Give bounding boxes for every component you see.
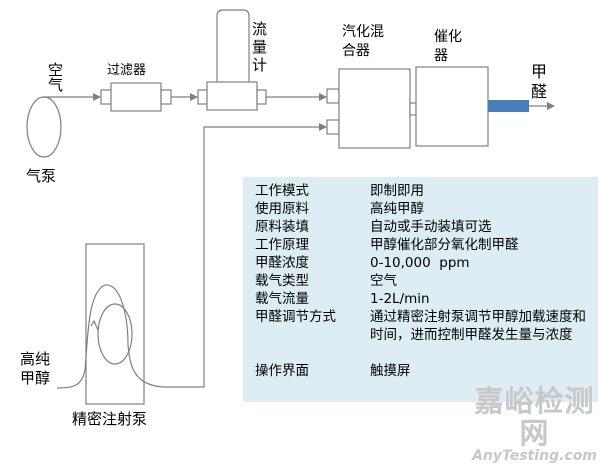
methanol-label-2: 甲醇: [20, 369, 51, 387]
vaporizer-mixer-label-2: 合器: [342, 43, 370, 59]
air-label: 空气: [48, 61, 64, 94]
flowmeter-label: 流量计: [252, 20, 268, 74]
formaldehyde-outlet-pipe: [488, 100, 529, 112]
catalyst-shape: [415, 66, 489, 147]
spec-key: 工作模式: [255, 183, 309, 199]
catalyst-label-1: 催化: [434, 29, 462, 45]
spec-key: 操作界面: [255, 363, 309, 379]
spec-key: 工作原理: [255, 237, 309, 253]
spec-value: 通过精密注射泵调节甲醇加载速度和时间，进而控制甲醛发生量与浓度: [370, 309, 586, 343]
spec-value: 空气: [370, 273, 397, 289]
process-flow-diagram: [26, 9, 555, 405]
spec-key: 载气流量: [255, 291, 309, 307]
syringe-inner-shape: [97, 303, 133, 365]
spec-key: 载气类型: [255, 273, 309, 289]
watermark: 嘉峪检测网 AnyTesting.com: [462, 385, 607, 464]
watermark-cn: 嘉峪检测网: [474, 384, 595, 450]
spec-value: 1-2L/min: [370, 291, 430, 307]
spec-panel: 工作模式 即制即用 使用原料 高纯甲醇 原料装填 自动或手动装填可选 工作原理 …: [243, 177, 598, 402]
air-pump-shape: [26, 96, 62, 158]
spec-value: 0-10,000 ppm: [370, 255, 470, 271]
syringe-pump-shape: [85, 243, 145, 405]
spec-value: 即制即用: [370, 183, 424, 199]
spec-value: 触摸屏: [370, 363, 411, 379]
vaporizer-mixer-label-1: 汽化混: [342, 24, 384, 40]
spec-value: 甲醇催化部分氧化制甲醛: [370, 237, 519, 253]
catalyst-label-2: 器: [434, 48, 448, 64]
spec-key: 甲醛浓度: [255, 255, 309, 271]
methanol-label-1: 高纯: [20, 350, 51, 368]
spec-key: 使用原料: [255, 201, 309, 217]
watermark-en: AnyTesting.com: [472, 448, 597, 464]
spec-value: 高纯甲醇: [370, 201, 424, 217]
spec-value: 自动或手动装填可选: [370, 219, 492, 235]
flowmeter-shape: [197, 9, 267, 111]
filter-shape: [100, 82, 172, 112]
syringe-pump-label: 精密注射泵: [72, 410, 148, 428]
filter-label: 过滤器: [107, 63, 147, 78]
pipe-syringe-to-mixer: [56, 123, 327, 389]
vaporizer-mixer-shape: [326, 68, 417, 149]
syringe-notch: [90, 319, 99, 331]
air-pump-label: 气泵: [26, 167, 57, 185]
spec-key: 原料装填: [255, 219, 309, 235]
formaldehyde-label: 甲醛: [531, 62, 548, 101]
spec-key: 甲醛调节方式: [255, 309, 336, 325]
